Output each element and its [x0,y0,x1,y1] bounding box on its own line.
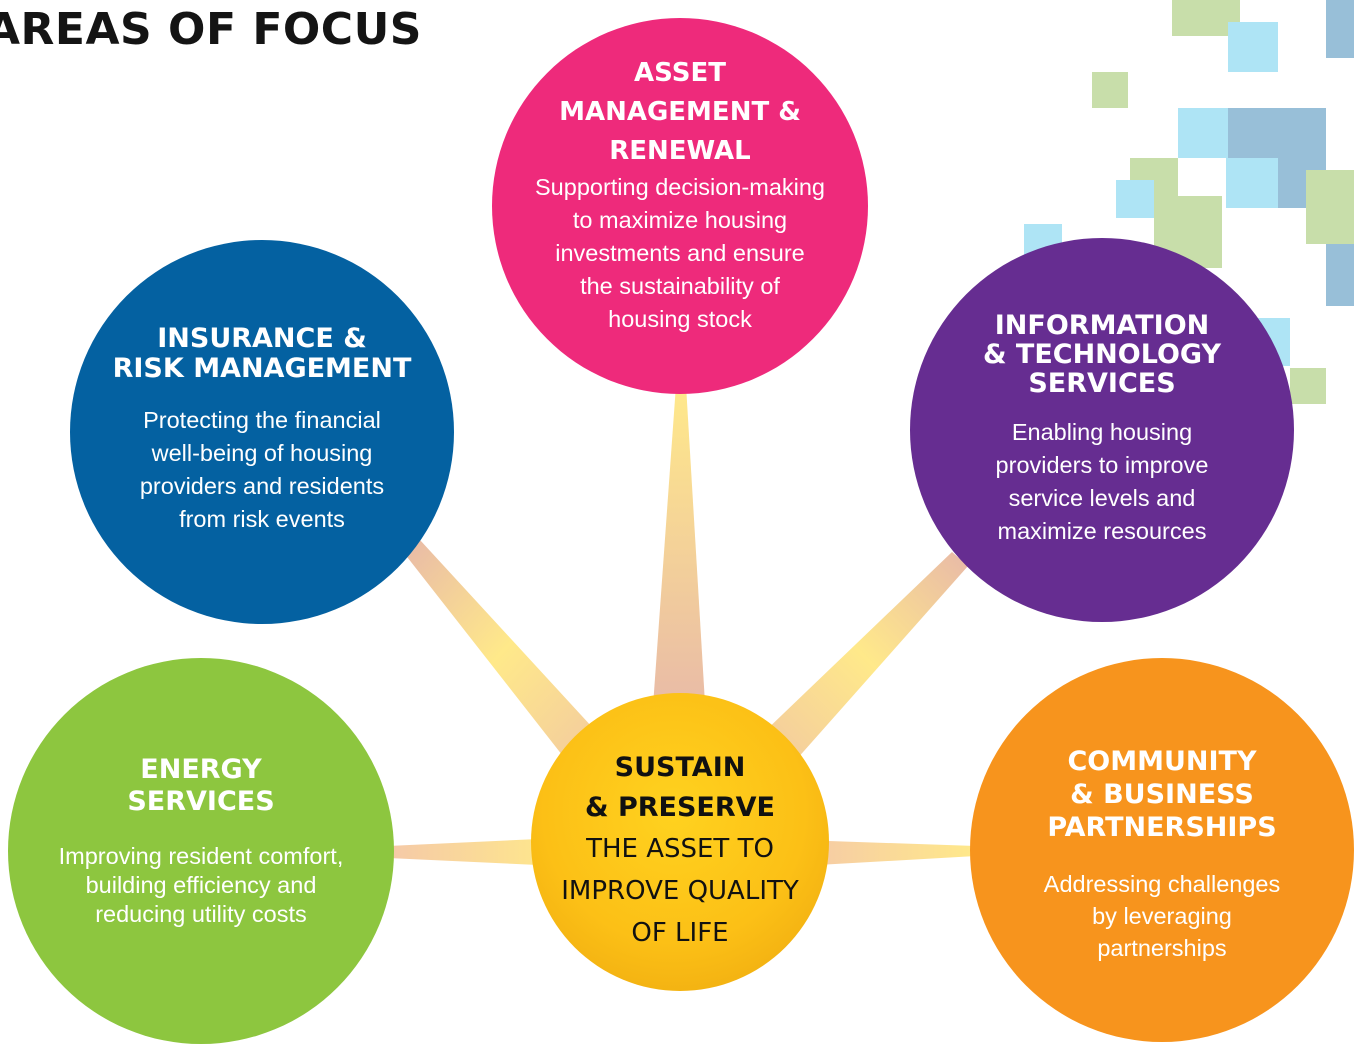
center-hub: SUSTAIN & PRESERVE THE ASSET TO IMPROVE … [531,693,829,991]
area-title: ASSET MANAGEMENT & RENEWAL [559,58,801,166]
area-energy-services: ENERGY SERVICES Improving resident comfo… [8,658,394,1044]
decorative-square [1228,22,1278,72]
area-insurance-risk-management: INSURANCE & RISK MANAGEMENT Protecting t… [70,240,454,624]
area-information-technology-services: INFORMATION & TECHNOLOGY SERVICES Enabli… [910,238,1294,622]
center-body: THE ASSET TO IMPROVE QUALITY OF LIFE [561,834,799,948]
connector-ray-community [800,840,976,866]
decorative-square [1326,0,1354,58]
area-title: ENERGY SERVICES [127,754,275,817]
area-description: Addressing challenges by leveraging part… [1043,871,1281,961]
connector-ray-information [760,552,968,760]
decorative-square [1178,108,1228,158]
area-asset-management-renewal: ASSET MANAGEMENT & RENEWAL Supporting de… [492,18,868,394]
area-description: Enabling housing providers to improve se… [995,419,1209,544]
center-heading: SUSTAIN & PRESERVE [585,752,775,823]
area-community-business-partnerships: COMMUNITY & BUSINESS PARTNERSHIPS Addres… [970,658,1354,1042]
area-title: INSURANCE & RISK MANAGEMENT [112,323,412,384]
connector-ray-energy [388,838,560,866]
decorative-square [1116,180,1154,218]
area-title: INFORMATION & TECHNOLOGY SERVICES [982,310,1222,399]
connector-ray-asset [652,385,706,720]
decorative-square [1092,72,1128,108]
area-description: Supporting decision-making to maximize h… [535,174,825,332]
decorative-square [1290,368,1326,404]
area-description: Protecting the financial well-being of h… [139,407,385,532]
decorative-square [1226,158,1278,208]
decorative-square [1306,170,1354,244]
connector-ray-insurance [404,540,604,760]
decorative-square [1326,244,1354,306]
page-title: AREAS OF FOCUS [0,4,422,55]
area-title: COMMUNITY & BUSINESS PARTNERSHIPS [1047,746,1277,843]
area-description: Improving resident comfort, building eff… [58,843,344,927]
